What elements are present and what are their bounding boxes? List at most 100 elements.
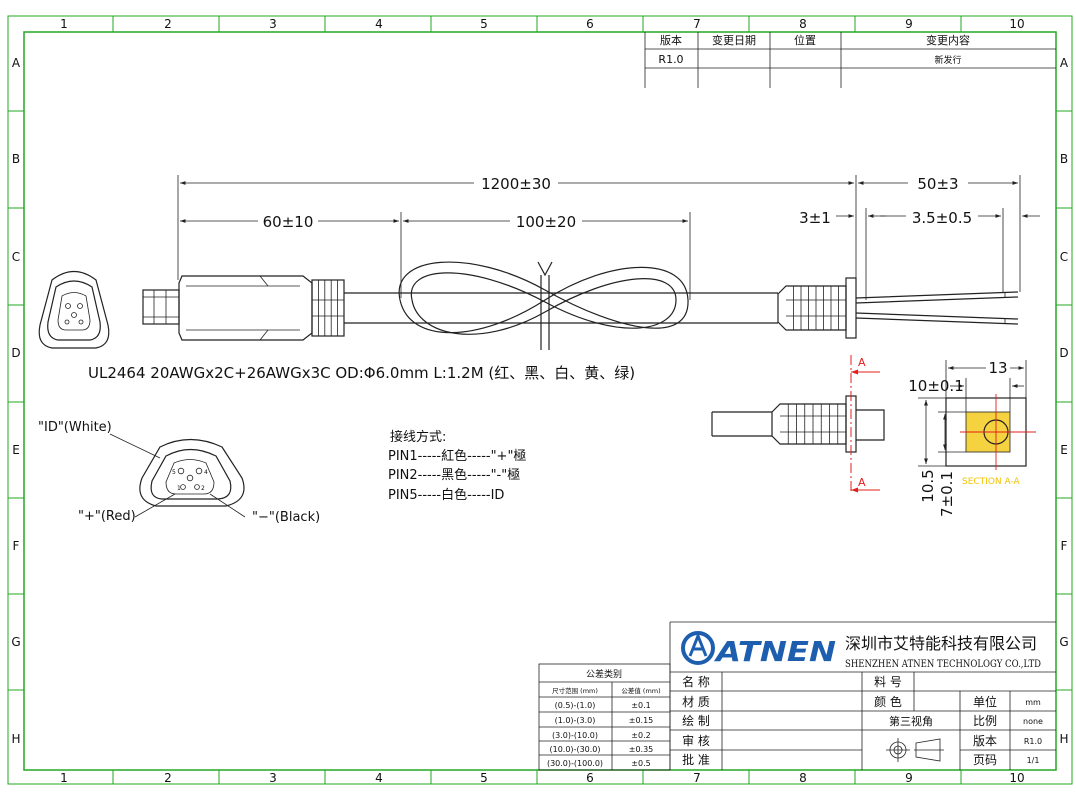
tolerance-range: (30.0)-(100.0) <box>547 759 603 768</box>
title-part-no-label: 料 号 <box>874 675 902 689</box>
column-label: 7 <box>693 771 701 785</box>
title-color-label: 颜 色 <box>874 694 902 709</box>
row-label: G <box>11 635 20 649</box>
svg-text:4: 4 <box>204 469 208 476</box>
dim-strip-length: 50±3 <box>917 175 958 193</box>
tolerance-range: (0.5)-(1.0) <box>555 701 596 710</box>
title-version-value: R1.0 <box>1024 737 1042 746</box>
column-label: 3 <box>269 771 277 785</box>
title-unit-label: 单位 <box>973 694 997 709</box>
pin-face-detail: 5 4 1 2 <box>109 433 246 518</box>
section-marker-bottom: A <box>858 476 866 489</box>
column-label: 1 <box>60 17 68 31</box>
column-label: 9 <box>905 771 913 785</box>
column-label: 4 <box>375 771 383 785</box>
dimensions: 1200±30 50±3 60±10 100±20 3±1 3.5±0.5 <box>177 173 1040 300</box>
column-label: 2 <box>164 17 172 31</box>
row-label: C <box>1060 250 1068 264</box>
revision-header-date: 变更日期 <box>712 33 756 47</box>
row-label: D <box>1059 346 1068 360</box>
revision-table: 版本 变更日期 位置 变更内容 R1.0 新发行 <box>644 32 1056 88</box>
tolerance-title: 公差类别 <box>586 668 622 680</box>
title-block: 名 称 料 号 材 质 颜 色 单位 mm 绘 制 第三视角 比例 none 审… <box>670 671 1056 770</box>
column-label: 7 <box>693 17 701 31</box>
row-label: C <box>12 250 20 264</box>
column-label: 6 <box>586 17 594 31</box>
svg-text:2: 2 <box>201 485 205 492</box>
tolerance-range: (3.0)-(10.0) <box>552 731 598 740</box>
wiring-line-3: PIN5-----白色-----ID <box>388 487 504 503</box>
revision-header-content: 变更内容 <box>926 33 970 47</box>
title-check-label: 审 核 <box>682 733 710 748</box>
revision-header-version: 版本 <box>660 33 682 47</box>
column-label: 2 <box>164 771 172 785</box>
wiring-line-2: PIN2-----黑色-----"-"極 <box>388 467 520 483</box>
section-marker-top: A <box>858 356 866 369</box>
revision-row-version: R1.0 <box>658 53 683 66</box>
title-drawn-label: 绘 制 <box>682 713 710 728</box>
title-version-label: 版本 <box>973 734 997 748</box>
title-scale-value: none <box>1023 717 1043 726</box>
tolerance-header-value: 公差值 (mm) <box>621 686 660 695</box>
row-label: A <box>1060 56 1069 70</box>
tolerance-value: ±0.35 <box>629 745 654 754</box>
row-label: F <box>1061 539 1068 553</box>
column-label: 5 <box>480 17 488 31</box>
row-label: B <box>12 152 20 166</box>
row-label: D <box>11 346 20 360</box>
column-label: 10 <box>1009 17 1024 31</box>
column-label: 6 <box>586 771 594 785</box>
title-name-label: 名 称 <box>682 674 710 689</box>
svg-text:5: 5 <box>172 469 176 476</box>
dim-section-width: 13 <box>988 359 1007 377</box>
company-block: ATNEN 深圳市艾特能科技有限公司 SHENZHEN ATNEN TECHNO… <box>669 621 1056 770</box>
company-logo-text: ATNEN <box>714 635 836 668</box>
row-label: H <box>11 732 20 746</box>
pin-label-minus: "−"(Black) <box>252 510 320 525</box>
title-approve-label: 批 准 <box>682 752 710 767</box>
title-page-label: 页码 <box>973 753 997 767</box>
cable-spec: UL2464 20AWGx2C+26AWGx3C OD:Φ6.0mm L:1.2… <box>88 364 635 382</box>
title-unit-value: mm <box>1025 698 1041 707</box>
tolerance-value: ±0.1 <box>631 701 650 710</box>
company-logo: ATNEN <box>681 631 836 668</box>
svg-text:1: 1 <box>177 485 181 492</box>
row-label: F <box>13 539 20 553</box>
tolerance-value: ±0.2 <box>631 731 650 740</box>
tolerance-table: 公差类别 尺寸范围 (mm) 公差值 (mm) (0.5)-(1.0) ±0.1 (… <box>538 663 671 771</box>
row-label: E <box>1060 443 1068 457</box>
cable-assembly <box>142 261 1019 350</box>
row-label: H <box>1059 732 1068 746</box>
company-name-cn: 深圳市艾特能科技有限公司 <box>845 634 1037 653</box>
title-page-value: 1/1 <box>1027 756 1040 765</box>
title-scale-label: 比例 <box>973 714 997 728</box>
revision-header-position: 位置 <box>794 33 816 47</box>
column-label: 5 <box>480 771 488 785</box>
dim-plug-length: 60±10 <box>263 213 314 231</box>
wiring-line-1: PIN1-----紅色-----"+"極 <box>388 448 526 464</box>
dim-coil-length: 100±20 <box>516 213 576 231</box>
column-label: 9 <box>905 17 913 31</box>
title-material-label: 材 质 <box>682 695 710 709</box>
pin-label-plus: "+"(Red) <box>78 509 136 524</box>
tolerance-value: ±0.15 <box>629 716 654 725</box>
column-label: 4 <box>375 17 383 31</box>
company-name-en: SHENZHEN ATNEN TECHNOLOGY CO.,LTD <box>845 659 1041 670</box>
wiring-title: 接线方式: <box>390 429 446 445</box>
tolerance-range: (1.0)-(3.0) <box>555 716 596 725</box>
column-label: 10 <box>1009 771 1024 785</box>
dim-wire-strip: 3.5±0.5 <box>912 209 972 227</box>
tolerance-value: ±0.5 <box>631 759 650 768</box>
plug-end-view <box>38 270 110 349</box>
dim-overall-length: 1200±30 <box>481 175 551 193</box>
third-angle-projection-icon <box>886 738 944 762</box>
tolerance-header-range: 尺寸范围 (mm) <box>552 686 598 695</box>
column-label: 1 <box>60 771 68 785</box>
tolerance-range: (10.0)-(30.0) <box>550 745 601 754</box>
column-label: 3 <box>269 17 277 31</box>
